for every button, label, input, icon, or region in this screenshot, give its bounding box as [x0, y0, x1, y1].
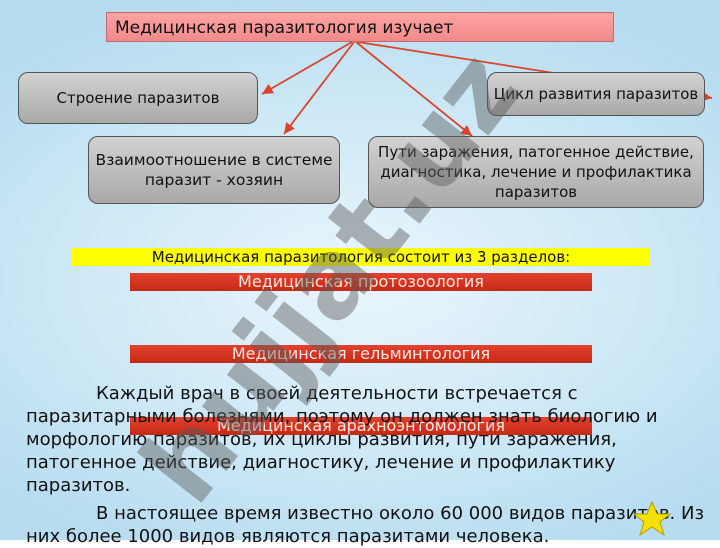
- topic-box-infection: Пути заражения, патогенное действие, диа…: [368, 136, 704, 208]
- body-paragraph-1: Каждый врач в своей деятельности встреча…: [26, 383, 658, 496]
- topic-box-structure: Строение паразитов: [18, 72, 258, 124]
- topic-box-life-cycle: Цикл развития паразитов: [487, 72, 705, 116]
- topic-box-relationship: Взаимоотношение в системе паразит - хозя…: [88, 136, 340, 204]
- diagram-title: Медицинская паразитология изучает: [106, 12, 614, 42]
- section-protozoology: Медицинская протозоология: [130, 273, 592, 291]
- body-paragraph-2: В настоящее время известно около 60 000 …: [26, 503, 705, 547]
- section-helminthology: Медицинская гельминтология: [130, 345, 592, 363]
- star-icon: [632, 500, 672, 537]
- section-arachnoentomology: Медицинская арахноэнтомология: [130, 417, 592, 435]
- sections-heading: Медицинская паразитология состоит из 3 р…: [72, 248, 650, 266]
